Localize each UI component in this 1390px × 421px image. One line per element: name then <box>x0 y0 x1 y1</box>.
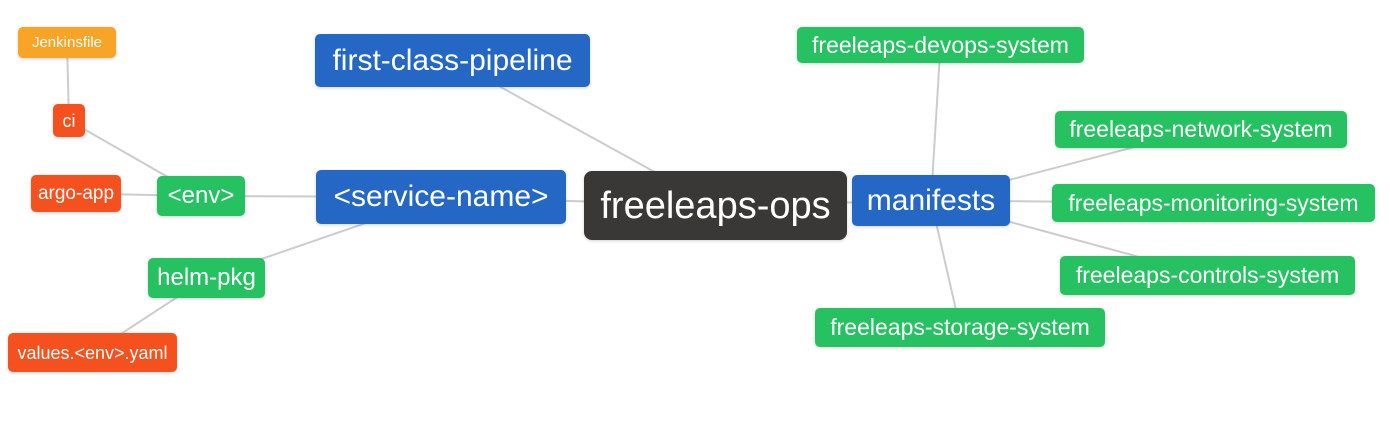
node-freeleaps-storage-system[interactable]: freeleaps-storage-system <box>815 308 1105 347</box>
node-env[interactable]: <env> <box>157 176 245 216</box>
node-helm-pkg[interactable]: helm-pkg <box>148 258 265 298</box>
node-manifests[interactable]: manifests <box>852 175 1010 226</box>
node-argo-app[interactable]: argo-app <box>31 175 121 212</box>
node-jenkinsfile[interactable]: Jenkinsfile <box>18 27 116 58</box>
node-service-name[interactable]: <service-name> <box>316 170 566 224</box>
node-freeleaps-controls-system[interactable]: freeleaps-controls-system <box>1060 256 1355 295</box>
node-freeleaps-devops-system[interactable]: freeleaps-devops-system <box>797 27 1084 63</box>
edge-manifests--freeleaps-devops-system <box>930 44 942 201</box>
node-ci[interactable]: ci <box>53 104 85 137</box>
node-freeleaps-monitoring-system[interactable]: freeleaps-monitoring-system <box>1052 184 1375 222</box>
node-freeleaps-network-system[interactable]: freeleaps-network-system <box>1055 111 1347 148</box>
node-freeleaps-ops[interactable]: freeleaps-ops <box>584 171 847 240</box>
node-first-class-pipeline[interactable]: first-class-pipeline <box>315 34 590 87</box>
node-values-env-yaml[interactable]: values.<env>.yaml <box>8 333 177 372</box>
